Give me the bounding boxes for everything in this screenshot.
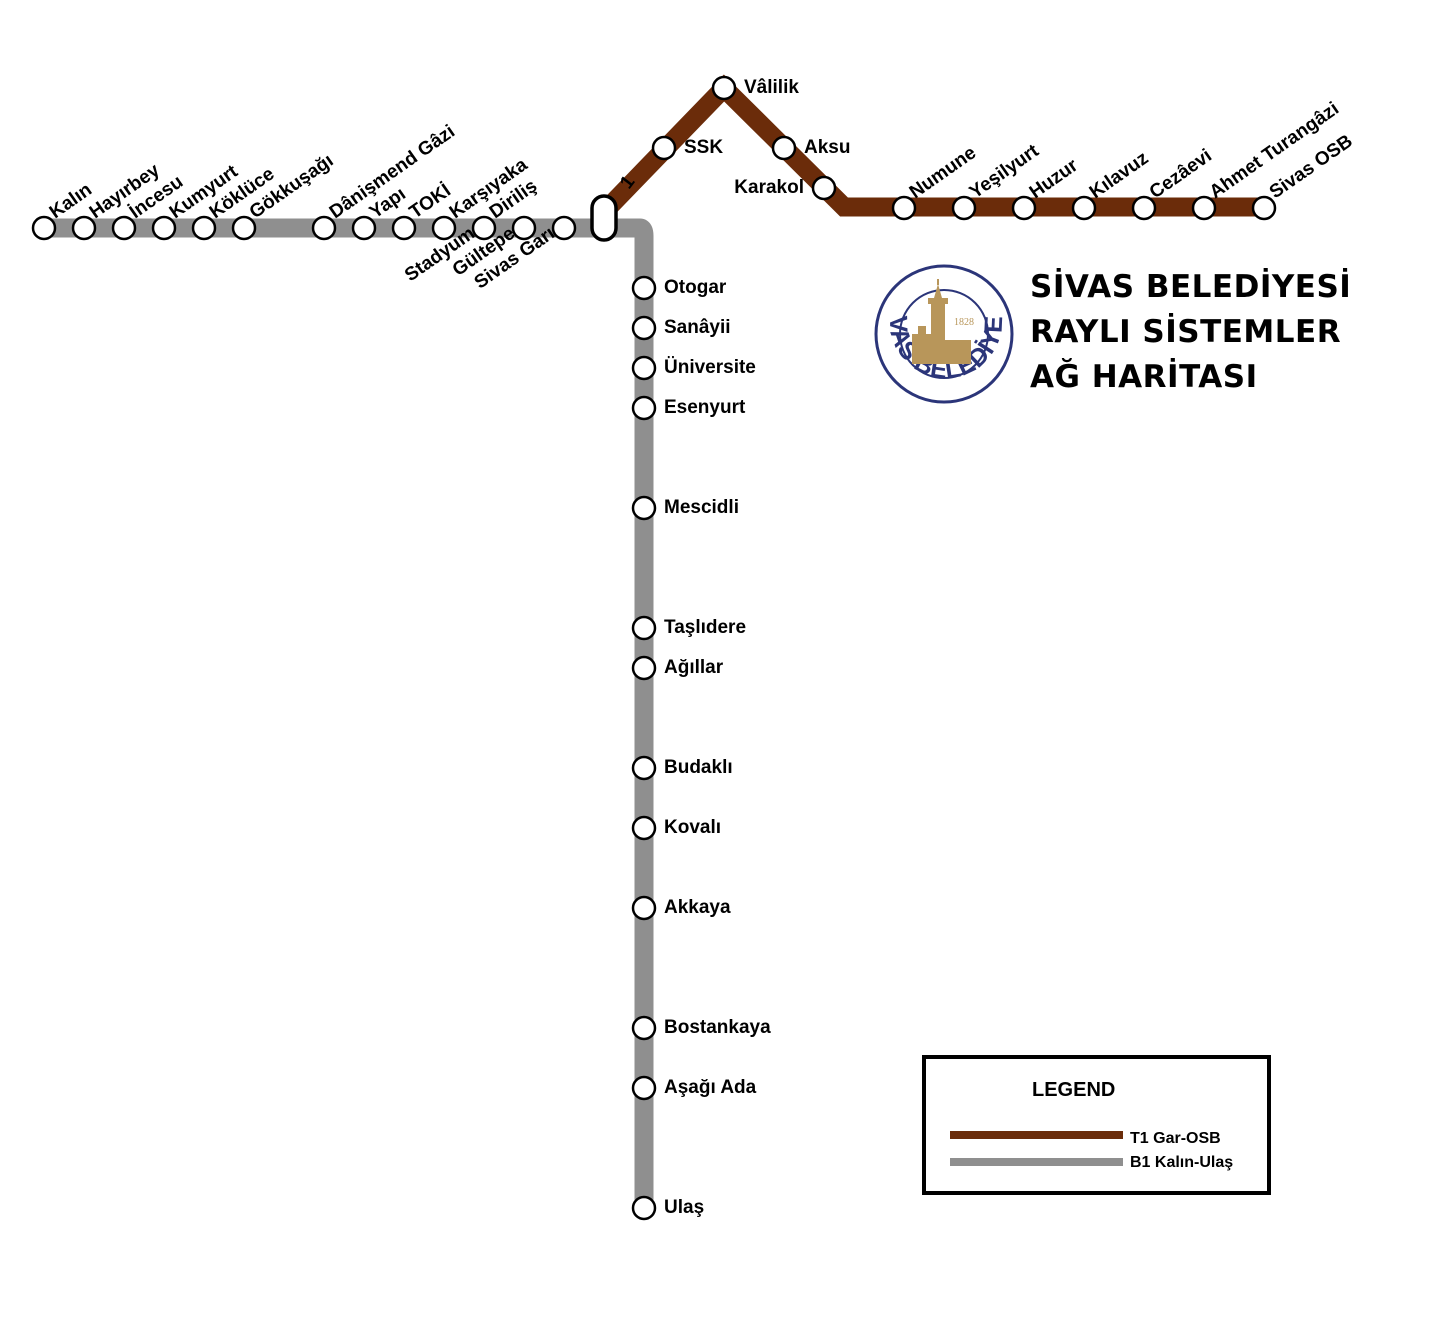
legend-b1-label: B1 Kalın-Ulaş xyxy=(1130,1154,1233,1171)
station-valilik[interactable] xyxy=(711,75,737,101)
station-otogar[interactable] xyxy=(631,275,657,301)
station-yesilyurt[interactable] xyxy=(951,195,977,221)
b1-west-stations: Kalın Hayırbey İncesu Kumyurt Köklüce Gö… xyxy=(31,121,577,293)
station-cezaevi[interactable] xyxy=(1131,195,1157,221)
b1-line xyxy=(44,218,654,1208)
station-label: Kalın xyxy=(46,179,96,223)
station-label: Sanâyii xyxy=(664,317,731,338)
station-taslidere[interactable] xyxy=(631,615,657,641)
station-ahmet-turangazi[interactable] xyxy=(1191,195,1217,221)
station-stadyum[interactable] xyxy=(471,215,497,241)
station-sivas-osb[interactable] xyxy=(1251,195,1277,221)
station-label: Otogar xyxy=(664,277,727,298)
title-line-3: AĞ HARİTASI xyxy=(1030,358,1258,395)
station-karakol[interactable] xyxy=(811,175,837,201)
station-kokluce[interactable] xyxy=(191,215,217,241)
station-label: Numune xyxy=(906,142,980,203)
station-label: Üniversite xyxy=(664,357,756,378)
station-toki[interactable] xyxy=(391,215,417,241)
station-sivas-gari[interactable] xyxy=(551,215,577,241)
station-label: Karakol xyxy=(734,177,804,198)
station-asagi-ada[interactable] xyxy=(631,1075,657,1101)
legend-title: LEGEND xyxy=(1032,1079,1115,1101)
station-label: Esenyurt xyxy=(664,397,746,418)
title-line-1: SİVAS BELEDİYESİ xyxy=(1030,269,1351,305)
station-esenyurt[interactable] xyxy=(631,395,657,421)
station-label: Aşağı Ada xyxy=(664,1077,757,1098)
station-kalin[interactable] xyxy=(31,215,57,241)
station-label: Aksu xyxy=(804,137,850,158)
station-label: Bostankaya xyxy=(664,1017,771,1038)
station-label: Kılavuz xyxy=(1086,148,1153,203)
station-label: Akkaya xyxy=(664,897,731,918)
station-mescidli[interactable] xyxy=(631,495,657,521)
station-yapi[interactable] xyxy=(351,215,377,241)
station-agillar[interactable] xyxy=(631,655,657,681)
map-title: SİVAS BELEDİYESİ RAYLI SİSTEMLER AĞ HARİ… xyxy=(1030,269,1351,395)
station-label: Kovalı xyxy=(664,817,721,838)
station-bostankaya[interactable] xyxy=(631,1015,657,1041)
station-numune[interactable] xyxy=(891,195,917,221)
station-kilavuz[interactable] xyxy=(1071,195,1097,221)
station-kumyurt[interactable] xyxy=(151,215,177,241)
station-label: SSK xyxy=(684,137,723,158)
station-label: Taşlıdere xyxy=(664,617,746,638)
station-universite[interactable] xyxy=(631,355,657,381)
station-label: Mescidli xyxy=(664,497,739,518)
station-label: Ulaş xyxy=(664,1197,704,1218)
seal-year: 1828 xyxy=(954,317,974,328)
station-label: Vâlilik xyxy=(744,77,799,98)
station-karsiyaka[interactable] xyxy=(431,215,457,241)
station-budakli[interactable] xyxy=(631,755,657,781)
station-label: Ağıllar xyxy=(664,657,724,678)
title-line-2: RAYLI SİSTEMLER xyxy=(1030,314,1341,350)
station-incesu[interactable] xyxy=(111,215,137,241)
station-label: Cezâevi xyxy=(1146,145,1216,203)
tower-icon xyxy=(912,279,971,364)
station-label: Budaklı xyxy=(664,757,733,778)
station-ssk[interactable] xyxy=(651,135,677,161)
station-sanayii[interactable] xyxy=(631,315,657,341)
station-danismend-gazi[interactable] xyxy=(311,215,337,241)
station-kovali[interactable] xyxy=(631,815,657,841)
legend-t1-label: T1 Gar-OSB xyxy=(1130,1130,1221,1147)
station-ulas[interactable] xyxy=(631,1195,657,1221)
station-gultepe[interactable] xyxy=(511,215,537,241)
station-hayirbey[interactable] xyxy=(71,215,97,241)
b1-south-stations: Otogar Sanâyii Üniversite Esenyurt Mesci… xyxy=(631,275,771,1221)
station-akkaya[interactable] xyxy=(631,895,657,921)
junction-terminal[interactable] xyxy=(590,194,618,242)
station-aksu[interactable] xyxy=(771,135,797,161)
legend: LEGEND T1 Gar-OSB B1 Kalın-Ulaş xyxy=(922,1055,1271,1195)
station-huzur[interactable] xyxy=(1011,195,1037,221)
station-gokkusagi[interactable] xyxy=(231,215,257,241)
